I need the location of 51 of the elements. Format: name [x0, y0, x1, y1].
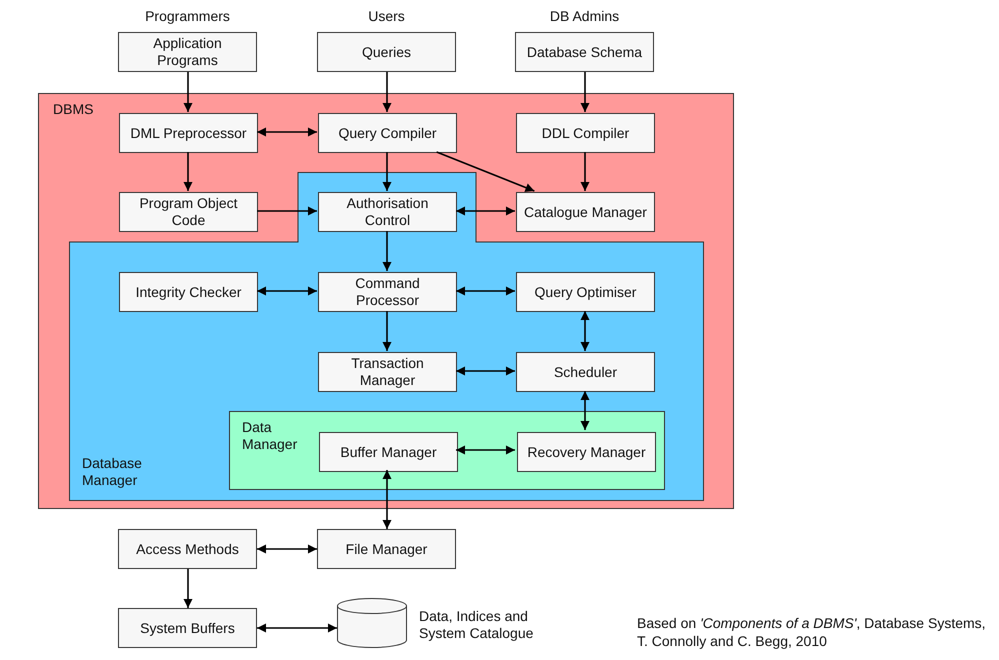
- process-box: Database Schema: [515, 32, 654, 72]
- arrow: [436, 151, 535, 192]
- process-box: Catalogue Manager: [516, 192, 655, 232]
- process-box: DDL Compiler: [516, 113, 655, 153]
- arrow: [257, 206, 317, 216]
- arrow: [382, 311, 392, 351]
- arrow: [257, 544, 317, 554]
- arrow: [456, 206, 515, 216]
- process-box: Application Programs: [118, 32, 257, 72]
- arrow: [184, 72, 192, 112]
- arrow: [257, 128, 317, 136]
- process-box: Query Compiler: [318, 113, 457, 153]
- process-box: Command Processor: [318, 272, 457, 312]
- arrow: [382, 72, 392, 112]
- process-box: Transaction Manager: [318, 352, 457, 392]
- group-title: DBMS: [53, 101, 94, 118]
- arrow: [580, 391, 590, 430]
- process-box: Buffer Manager: [319, 432, 458, 472]
- module-panel: [229, 411, 665, 490]
- system-boundary: [38, 93, 734, 509]
- process-box: Integrity Checker: [119, 272, 258, 312]
- process-box: Authorisation Control: [318, 192, 457, 232]
- actor-label: DB Admins: [548, 8, 620, 25]
- actor-label: Users: [367, 8, 406, 25]
- arrow: [456, 286, 515, 296]
- arrow: [184, 152, 192, 191]
- process-box: System Buffers: [118, 608, 257, 648]
- actor-label: Programmers: [144, 8, 231, 25]
- process-box: Recovery Manager: [517, 432, 656, 472]
- arrow: [382, 152, 392, 191]
- arrow: [382, 231, 392, 271]
- process-box: Query Optimiser: [516, 272, 655, 312]
- process-box: DML Preprocessor: [119, 113, 258, 153]
- process-box: Scheduler: [516, 352, 655, 392]
- arrow: [580, 311, 590, 351]
- process-box: Program Object Code: [119, 192, 258, 232]
- arrow: [257, 286, 317, 296]
- arrow: [456, 366, 515, 376]
- arrow: [456, 446, 515, 454]
- arrow: [184, 569, 192, 608]
- process-box: Access Methods: [118, 529, 257, 569]
- group-title: Database Manager: [82, 455, 143, 489]
- arrow: [580, 72, 590, 112]
- storage-label: Data, Indices and System Catalogue: [419, 608, 534, 642]
- arrow: [382, 470, 392, 529]
- group-title: Data Manager: [242, 419, 298, 453]
- source-caption: Based on 'Components of a DBMS', Database Systems, T. Connolly and C. Begg, 2010: [637, 614, 987, 650]
- arrow: [580, 152, 590, 191]
- process-box: File Manager: [317, 529, 456, 569]
- arrow: [257, 624, 337, 632]
- process-box: Queries: [317, 32, 456, 72]
